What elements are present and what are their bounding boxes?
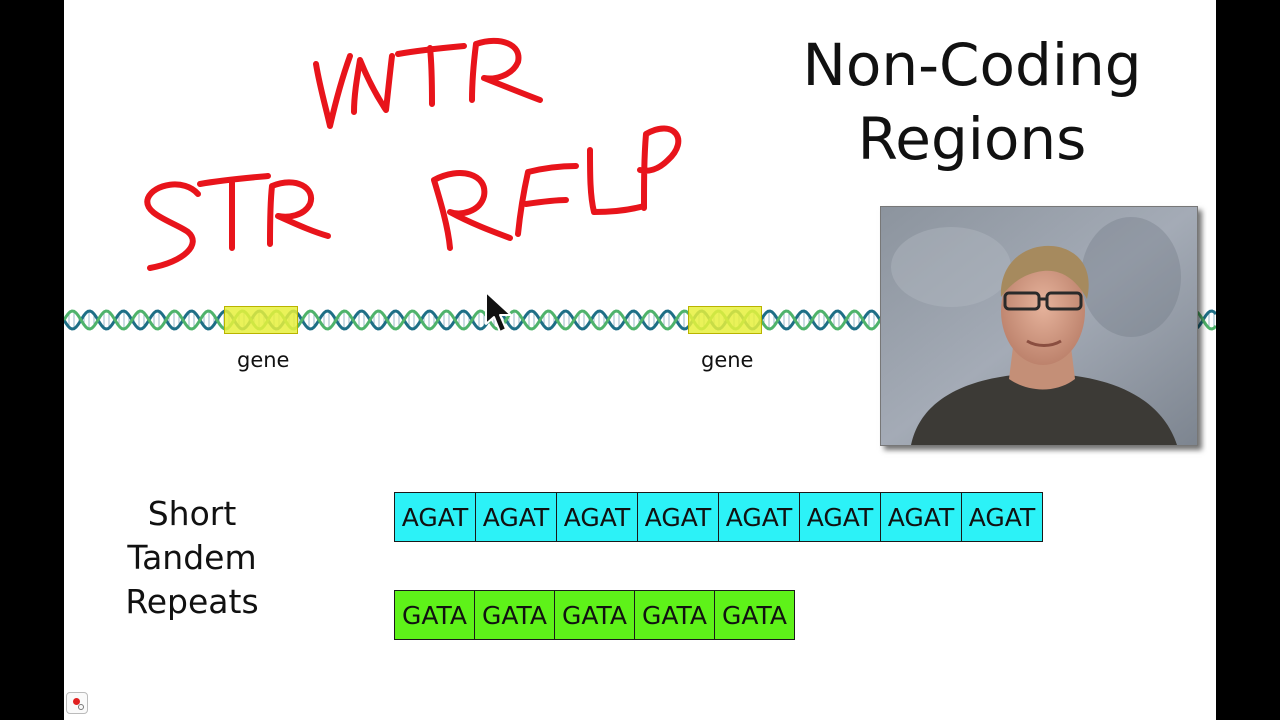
gata-cell: GATA bbox=[714, 590, 795, 640]
gene-label-2: gene bbox=[701, 348, 754, 372]
ink-f bbox=[515, 163, 579, 237]
ink-t1 bbox=[395, 43, 467, 107]
agat-repeat-row: AGAT AGAT AGAT AGAT AGAT AGAT AGAT AGAT bbox=[394, 492, 1043, 542]
slide: Non-Coding Regions gene gene bbox=[64, 0, 1216, 720]
gata-cell: GATA bbox=[474, 590, 555, 640]
ink-n1 bbox=[351, 53, 395, 115]
gata-cell: GATA bbox=[554, 590, 635, 640]
agat-cell: AGAT bbox=[556, 492, 638, 542]
gene-box-2 bbox=[688, 306, 762, 334]
title-line-2: Regions bbox=[857, 105, 1087, 173]
gata-repeat-row: GATA GATA GATA GATA GATA bbox=[394, 590, 795, 640]
agat-cell: AGAT bbox=[718, 492, 800, 542]
agat-cell: AGAT bbox=[475, 492, 557, 542]
agat-cell: AGAT bbox=[637, 492, 719, 542]
agat-cell: AGAT bbox=[961, 492, 1043, 542]
str-label: Short Tandem Repeats bbox=[120, 492, 264, 624]
record-icon[interactable] bbox=[66, 692, 88, 714]
gata-cell: GATA bbox=[394, 590, 475, 640]
presenter-webcam bbox=[880, 206, 1198, 446]
title-line-1: Non-Coding bbox=[802, 31, 1142, 99]
slide-title: Non-Coding Regions bbox=[764, 28, 1180, 176]
str-label-line-1: Short bbox=[147, 494, 237, 533]
ink-r3 bbox=[431, 170, 513, 251]
agat-cell: AGAT bbox=[880, 492, 962, 542]
gata-cell: GATA bbox=[634, 590, 715, 640]
mouse-pointer-icon bbox=[485, 291, 512, 333]
agat-cell: AGAT bbox=[799, 492, 881, 542]
ink-v bbox=[313, 53, 353, 129]
gene-box-1 bbox=[224, 306, 298, 334]
ink-r1 bbox=[469, 37, 543, 103]
ink-l bbox=[587, 147, 647, 215]
str-label-line-3: Repeats bbox=[125, 582, 259, 621]
agat-cell: AGAT bbox=[394, 492, 476, 542]
str-label-line-2: Tandem bbox=[127, 538, 257, 577]
ink-t2 bbox=[197, 173, 271, 251]
gene-label-1: gene bbox=[237, 348, 290, 372]
ink-s bbox=[144, 181, 201, 271]
ink-r2 bbox=[267, 179, 331, 247]
ink-p bbox=[637, 125, 682, 211]
handwritten-annotations bbox=[144, 37, 682, 271]
